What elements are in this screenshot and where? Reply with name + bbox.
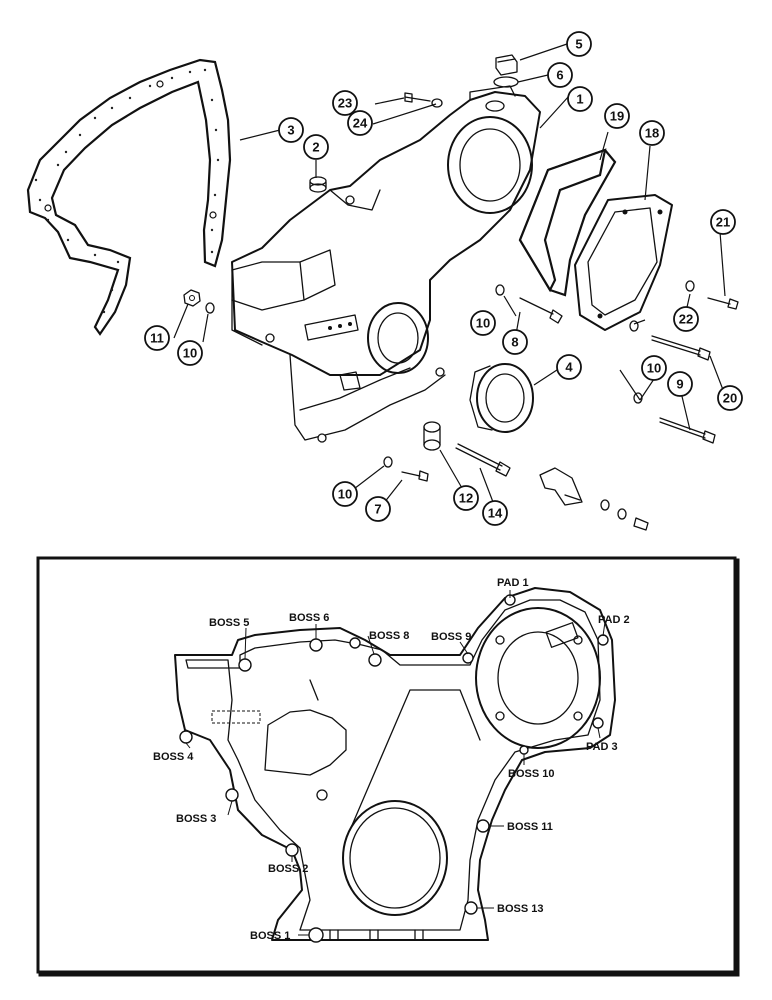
inset-holes xyxy=(179,594,609,943)
callout-9: 9 xyxy=(667,371,693,397)
svg-text:10: 10 xyxy=(183,346,197,361)
callout-14: 14 xyxy=(482,500,508,526)
svg-text:10: 10 xyxy=(476,316,490,331)
label-boss-3: BOSS 3 xyxy=(176,813,216,825)
svg-text:4: 4 xyxy=(565,360,573,375)
callout-5: 5 xyxy=(566,31,592,57)
svg-text:5: 5 xyxy=(575,37,582,52)
inset-cover-outline xyxy=(174,587,616,941)
washer-part-10-bottom xyxy=(383,456,393,468)
seal-part-4 xyxy=(469,363,534,433)
gasket-part-3 xyxy=(26,58,232,336)
label-boss-8: BOSS 8 xyxy=(369,630,409,642)
callout-23: 23 xyxy=(332,90,358,116)
svg-text:21: 21 xyxy=(716,215,730,230)
label-pad-1: PAD 1 xyxy=(497,577,529,589)
bolt-part-20 xyxy=(651,335,711,361)
bolt-part-23 xyxy=(404,92,431,103)
bolt-part-9 xyxy=(659,417,716,444)
callout-10-bottom: 10 xyxy=(332,481,358,507)
label-boss-2: BOSS 2 xyxy=(268,863,308,875)
gasket-part-19 xyxy=(518,148,617,297)
label-boss-10: BOSS 10 xyxy=(508,768,554,780)
bolt-part-14 xyxy=(455,443,511,477)
svg-text:18: 18 xyxy=(645,126,659,141)
callout-20: 20 xyxy=(717,385,743,411)
svg-text:1: 1 xyxy=(576,92,583,107)
dowel-part-2 xyxy=(309,176,327,193)
label-boss-1: BOSS 1 xyxy=(250,930,290,942)
inset-labels: PAD 1 PAD 2 PAD 3 BOSS 10 BOSS 11 BOSS 1… xyxy=(153,577,630,942)
plug-part-5 xyxy=(495,54,518,76)
washer-part-24 xyxy=(431,98,443,108)
svg-text:10: 10 xyxy=(338,487,352,502)
callout-6: 6 xyxy=(547,62,573,88)
bolt-part-7 xyxy=(401,470,429,482)
washer-part-10-left xyxy=(205,302,215,314)
label-boss-4: BOSS 4 xyxy=(153,751,194,763)
svg-text:3: 3 xyxy=(287,123,294,138)
svg-text:6: 6 xyxy=(556,68,563,83)
svg-text:22: 22 xyxy=(679,312,693,327)
inset-frame xyxy=(36,556,740,977)
svg-text:9: 9 xyxy=(676,377,683,392)
timing-cover-part-1 xyxy=(231,85,541,443)
svg-text:20: 20 xyxy=(723,391,737,406)
label-boss-5: BOSS 5 xyxy=(209,617,249,629)
bolt-part-21 xyxy=(707,297,739,310)
nut-part-11 xyxy=(183,289,201,307)
washer-part-22 xyxy=(629,280,695,332)
inset-leaders xyxy=(185,590,606,936)
callout-10-right: 10 xyxy=(641,355,667,381)
callout-1: 1 xyxy=(567,86,593,112)
callout-11: 11 xyxy=(144,325,170,351)
callout-2: 2 xyxy=(303,134,329,160)
label-boss-9: BOSS 9 xyxy=(431,631,471,643)
callout-10-left: 10 xyxy=(177,340,203,366)
svg-text:2: 2 xyxy=(312,140,319,155)
svg-text:8: 8 xyxy=(511,335,518,350)
callout-4: 4 xyxy=(556,354,582,380)
label-pad-3: PAD 3 xyxy=(586,741,618,753)
svg-text:24: 24 xyxy=(353,116,368,131)
callout-18: 18 xyxy=(639,120,665,146)
label-boss-11: BOSS 11 xyxy=(507,821,553,833)
svg-text:10: 10 xyxy=(647,361,661,376)
svg-text:12: 12 xyxy=(459,491,473,506)
leader-lines xyxy=(173,43,726,509)
svg-text:11: 11 xyxy=(150,331,164,346)
cover-plate-part-18 xyxy=(574,194,673,331)
svg-text:23: 23 xyxy=(338,96,352,111)
svg-text:19: 19 xyxy=(610,109,624,124)
spacer-part-12 xyxy=(423,421,441,451)
callout-7: 7 xyxy=(365,496,391,522)
label-boss-6: BOSS 6 xyxy=(289,612,329,624)
callout-24: 24 xyxy=(347,110,373,136)
label-pad-2: PAD 2 xyxy=(598,614,630,626)
callout-22: 22 xyxy=(673,306,699,332)
bracket-hardware xyxy=(539,467,649,531)
svg-text:7: 7 xyxy=(374,502,381,517)
washer-part-6 xyxy=(493,76,519,88)
callout-8: 8 xyxy=(502,329,528,355)
callout-10-mid: 10 xyxy=(470,310,496,336)
callout-21: 21 xyxy=(710,209,736,235)
svg-text:14: 14 xyxy=(488,506,503,521)
callout-19: 19 xyxy=(604,103,630,129)
washer-part-10-mid xyxy=(495,284,505,296)
callout-12: 12 xyxy=(453,485,479,511)
label-boss-13: BOSS 13 xyxy=(497,903,543,915)
bolt-part-8 xyxy=(519,297,563,324)
callout-3: 3 xyxy=(278,117,304,143)
